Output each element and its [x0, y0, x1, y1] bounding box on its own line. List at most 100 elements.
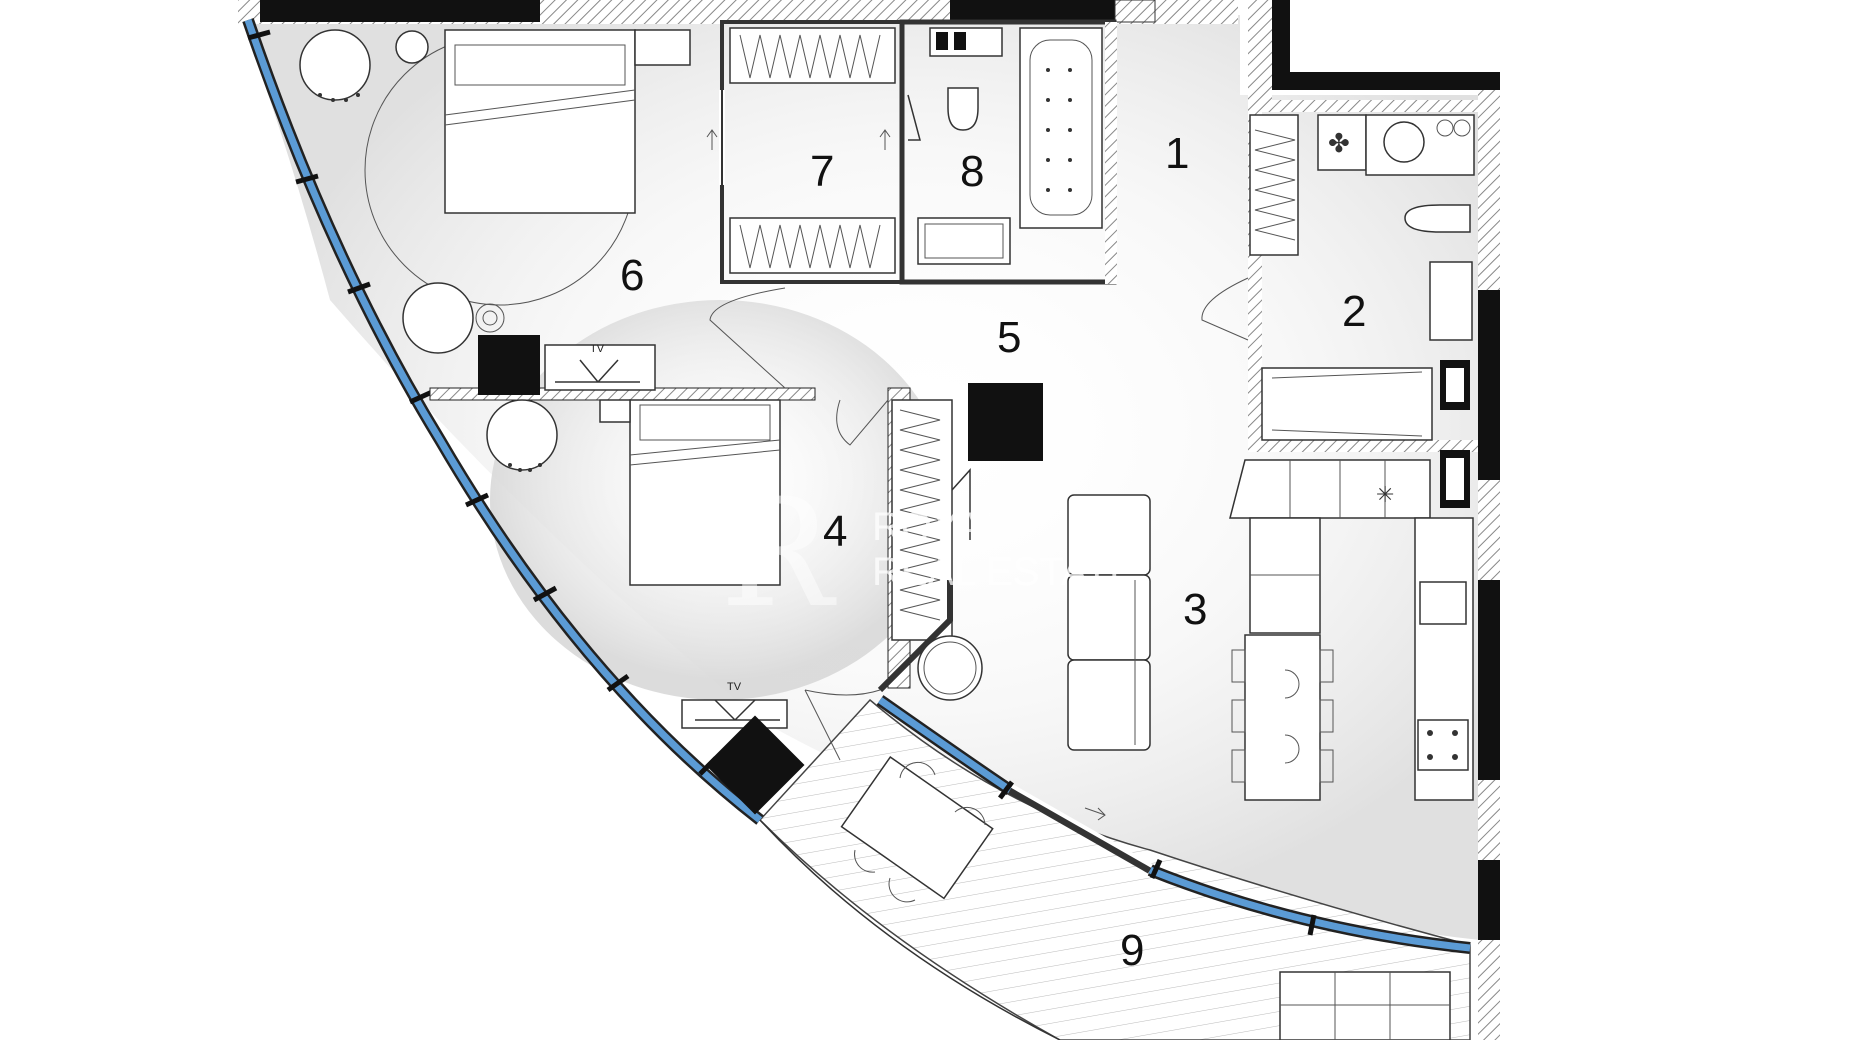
tv-bottom-icon — [695, 699, 780, 721]
room-2-bathroom: ✤ — [1201, 100, 1478, 508]
balcony-dining — [840, 755, 1451, 1040]
kitchen-counter-top — [1229, 459, 1431, 519]
column-6 — [478, 335, 540, 395]
bathtub — [1019, 27, 1103, 229]
door-arc-2 — [1201, 277, 1249, 341]
room-label-1: 1 — [1165, 129, 1189, 178]
watermark: R ROYAL REAL ESTATE — [720, 467, 1136, 641]
radiator-2b-inner — [1446, 458, 1464, 500]
bed-4 — [629, 399, 781, 586]
room-4-closet — [836, 383, 1043, 701]
bed-cover-fold — [444, 89, 636, 126]
watermark-line1: ROYAL — [872, 505, 1005, 549]
utility-8-a — [936, 32, 948, 50]
bathtub-2 — [1261, 367, 1433, 441]
bathtub-jets — [1046, 68, 1072, 192]
column-balcony — [705, 715, 805, 815]
sink-2 — [1383, 121, 1425, 163]
balcony-outer-edge — [759, 819, 1061, 1040]
chair-arc-2 — [1284, 734, 1300, 764]
room-label-3: 3 — [1183, 585, 1207, 634]
toilet-2 — [1404, 204, 1471, 233]
door-arc-hall — [709, 287, 786, 389]
kitchen-area: ✳ — [1229, 459, 1474, 801]
lamp — [402, 282, 474, 354]
wardrobe-bottom-hangers — [739, 224, 881, 269]
bed-4-cover — [629, 439, 781, 466]
room-2-wall-top — [1262, 100, 1478, 112]
balcony-chair-1 — [899, 761, 936, 779]
cooktop-icon: ✳ — [1376, 483, 1394, 508]
hob-burners — [1427, 730, 1458, 760]
toilet-8 — [947, 87, 979, 131]
tv-top-icon — [555, 359, 640, 383]
fan-icon: ✤ — [1328, 129, 1350, 159]
room-8-bathroom — [899, 19, 1117, 285]
right-outer-wall-solid-2 — [1478, 580, 1500, 780]
door-arc-4 — [836, 399, 889, 446]
closet-4-hangers — [899, 409, 941, 621]
wardrobe-top — [729, 27, 896, 84]
tap-2a — [1436, 119, 1454, 137]
closet-4 — [891, 399, 953, 641]
bedroom-6-furniture — [299, 29, 691, 354]
lamp-ring — [475, 303, 505, 333]
door-arrow-7b — [879, 129, 891, 150]
room-label-2: 2 — [1342, 287, 1366, 336]
radiator-2a-inner — [1446, 368, 1464, 402]
door-arrow-7a — [706, 129, 718, 150]
side-table — [395, 30, 429, 64]
room-label-8: 8 — [960, 147, 984, 196]
sofa — [1067, 494, 1151, 751]
balcony-chair-4 — [888, 877, 916, 903]
bed-pillow — [454, 44, 626, 86]
cabinet-2 — [1429, 261, 1473, 341]
wardrobe-bottom — [729, 217, 896, 274]
balcony-table — [840, 755, 994, 900]
dining-island — [1244, 634, 1321, 801]
armchair-4-dots — [508, 463, 542, 472]
bathtub-inner — [1029, 39, 1093, 216]
utility-8-b — [954, 32, 966, 50]
room-7-wardrobe — [706, 20, 904, 284]
right-outer-wall-solid-3 — [1478, 860, 1500, 940]
nightstand — [634, 29, 691, 66]
kitchen-hob — [1417, 719, 1469, 771]
room-2-wall-bottom — [1248, 440, 1478, 452]
balcony-chair-2 — [954, 806, 986, 826]
room-label-5: 5 — [997, 313, 1021, 362]
balcony-window-glass — [877, 697, 1471, 952]
tap-2b — [1453, 119, 1471, 137]
bed-4-pillow — [639, 404, 771, 441]
right-upper-wall-solid — [1272, 0, 1290, 80]
tv-label-top: TV — [590, 343, 605, 355]
armchair-6-dots — [318, 93, 360, 102]
right-upper-wall — [1248, 0, 1272, 100]
right-outer-wall-solid-1 — [1478, 290, 1500, 480]
armchair-4 — [486, 399, 558, 471]
column-5 — [968, 383, 1043, 461]
vanity-8 — [917, 217, 1011, 265]
wardrobe-top-hangers — [739, 34, 881, 79]
armchair — [299, 29, 371, 101]
sink-8 — [924, 223, 1004, 259]
top-wall-solid-left — [260, 0, 540, 22]
room-label-6: 6 — [620, 251, 644, 300]
slide-arrow — [1084, 807, 1106, 821]
balcony-lounger — [1279, 971, 1451, 1040]
round-table-4 — [917, 635, 983, 701]
angled-wall — [877, 580, 953, 693]
top-wall-solid-mid — [950, 0, 1115, 22]
tv-bottom: TV — [681, 681, 881, 815]
closet-2-hangers — [1254, 129, 1296, 241]
bedroom-4-furniture — [318, 93, 781, 586]
watermark-line2: REAL ESTATE — [872, 550, 1136, 594]
curved-window-glass — [244, 18, 763, 823]
bath-door-8 — [907, 94, 921, 141]
bath-wall-hatch — [1105, 22, 1117, 284]
door-arc-balcony — [804, 689, 881, 761]
nightstand-4 — [599, 399, 631, 423]
balcony-sliding-door — [1008, 786, 1152, 874]
kitchen-sink — [1419, 581, 1467, 625]
